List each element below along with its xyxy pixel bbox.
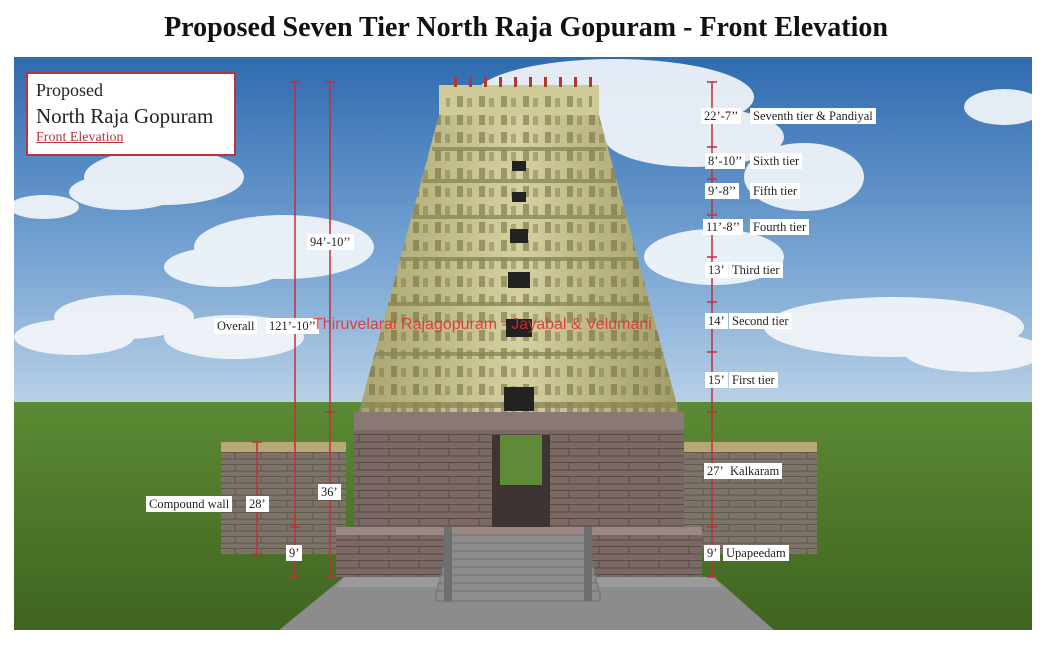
legend-line-elevation: Front Elevation xyxy=(36,130,124,145)
tier-2-name: Second tier xyxy=(729,313,792,329)
step-height-value: 9’ xyxy=(286,545,303,561)
upapeedam-name: Upapeedam xyxy=(723,545,789,561)
compound-wall-label: Compound wall xyxy=(146,496,233,512)
legend-line-proposed: Proposed xyxy=(36,80,103,100)
tier-1-name: First tier xyxy=(729,372,778,388)
base-height-value: 36’ xyxy=(318,484,341,500)
tower-height-value: 94’-10’’ xyxy=(307,234,354,250)
tier-4-height: 11’-8’’ xyxy=(703,219,744,235)
tier-5-name: Fifth tier xyxy=(750,183,801,199)
tier-3-height: 13’ xyxy=(705,262,728,278)
upapeedam-height: 9’ xyxy=(704,545,721,561)
tier-3-name: Third tier xyxy=(729,262,783,278)
kalkaram-name: Kalkaram xyxy=(727,463,783,479)
overall-value: 121’-10’’ xyxy=(266,318,319,334)
tier-1-height: 15’ xyxy=(705,372,728,388)
page-title: Proposed Seven Tier North Raja Gopuram -… xyxy=(164,12,888,43)
tier-5-height: 9’-8’’ xyxy=(705,183,740,199)
tier-6-name: Sixth tier xyxy=(750,153,803,169)
tier-7-name: Seventh tier & Pandiyal xyxy=(750,108,876,124)
legend-box: Proposed North Raja Gopuram Front Elevat… xyxy=(26,72,236,156)
tier-4-name: Fourth tier xyxy=(750,219,810,235)
legend-line-name: North Raja Gopuram xyxy=(36,104,214,128)
tier-2-height: 14’ xyxy=(705,313,728,329)
tier-7-height: 22’-7’’ xyxy=(701,108,742,124)
kalkaram-height: 27’ xyxy=(704,463,727,479)
compound-wall-value: 28’ xyxy=(246,496,269,512)
watermark: Thiruvelarai Rajagopuram - Jayabal & Vel… xyxy=(313,316,652,333)
overall-label: Overall xyxy=(214,318,258,334)
tier-6-height: 8’-10’’ xyxy=(705,153,746,169)
